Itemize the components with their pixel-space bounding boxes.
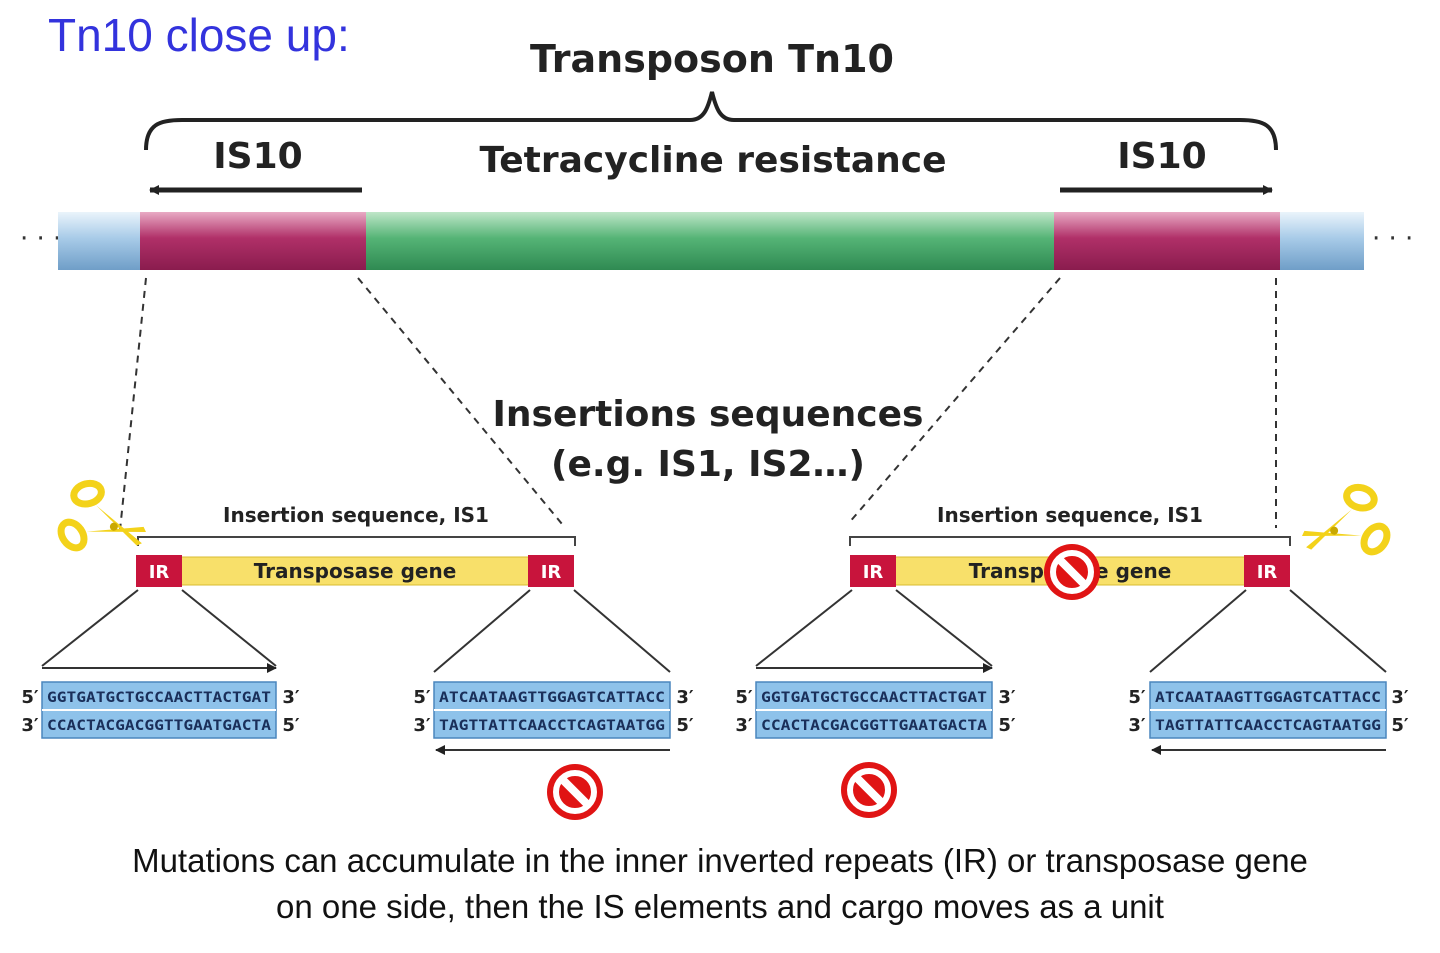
- insertion-sequences-heading: Insertions sequences: [493, 394, 924, 435]
- right-is1-ir-right: [1244, 555, 1290, 587]
- left-is10-segment: [140, 212, 368, 270]
- strand-end-label: 3′: [735, 715, 753, 736]
- right-is10-label: IS10: [1117, 136, 1206, 177]
- right-is1-bracket: [849, 536, 1291, 546]
- strand-end-label: 3′: [413, 715, 431, 736]
- repeat-sequence-box: 5′ ATCAATAAGTTGGAGTCATTACC 3′ 3′ TAGTTAT…: [413, 681, 694, 739]
- repeat-sequence-box: 5′ ATCAATAAGTTGGAGTCATTACC 3′ 3′ TAGTTAT…: [1128, 681, 1409, 739]
- zoom-lines: [119, 277, 1277, 531]
- right-is10-segment: [1054, 212, 1282, 270]
- expansion-lines: [41, 589, 1387, 673]
- tetracycline-segment: [366, 212, 1056, 270]
- right-flank-segment: [1280, 212, 1364, 270]
- transposon-brace: [144, 91, 1278, 151]
- no-entry-icon: [547, 764, 603, 820]
- svg-text:· · ·: · · ·: [1372, 224, 1413, 254]
- strand-end-label: 3′: [998, 687, 1016, 708]
- caption: Mutations can accumulate in the inner in…: [0, 838, 1440, 930]
- left-is1-element: Insertion sequence, IS1 Transposase gene…: [136, 503, 576, 587]
- strand-end-label: 5′: [21, 687, 39, 708]
- strand-end-label: 5′: [998, 715, 1016, 736]
- bottom-strand-sequence: TAGTTATTCAACCTCAGTAATGG: [439, 718, 665, 734]
- strand-end-label: 3′: [676, 687, 694, 708]
- strand-end-label: 3′: [21, 715, 39, 736]
- left-is1-bracket: [137, 536, 576, 546]
- right-is1-ir-left: [850, 555, 896, 587]
- bottom-strand-sequence: CCACTACGACGGTTGAATGACTA: [47, 718, 272, 734]
- top-strand-sequence: GGTGATGCTGCCAACTTACTGAT: [761, 690, 987, 706]
- right-is1-bracket-label: Insertion sequence, IS1: [937, 503, 1203, 527]
- no-entry-icon: [1044, 544, 1100, 600]
- strand-end-label: 5′: [735, 687, 753, 708]
- transposon-title: Transposon Tn10: [530, 37, 894, 81]
- right-is1-element: Insertion sequence, IS1 Transposase gene…: [849, 503, 1291, 600]
- right-is1-ir-right-label: IR: [1257, 562, 1278, 583]
- caption-line-1: Mutations can accumulate in the inner in…: [132, 842, 1308, 879]
- repeat-sequence-box: 5′ GGTGATGCTGCCAACTTACTGAT 3′ 3′ CCACTAC…: [735, 681, 1016, 739]
- svg-text:· · ·: · · ·: [20, 224, 61, 254]
- insertion-sequences-examples: (e.g. IS1, IS2…): [551, 444, 865, 485]
- left-is1-ir-right-label: IR: [541, 562, 562, 583]
- slide-title: Tn10 close up:: [48, 9, 350, 61]
- strand-end-label: 3′: [282, 687, 300, 708]
- chromosome-bar: · · · · · ·: [20, 212, 1413, 270]
- top-strand-sequence: ATCAATAAGTTGGAGTCATTACC: [439, 690, 665, 706]
- right-is1-ir-left-label: IR: [863, 562, 884, 583]
- bottom-strand-sequence: TAGTTATTCAACCTCAGTAATGG: [1155, 718, 1381, 734]
- left-is10-label: IS10: [213, 136, 302, 177]
- strand-end-label: 5′: [1128, 687, 1146, 708]
- strand-end-label: 3′: [1391, 687, 1409, 708]
- strand-end-label: 5′: [676, 715, 694, 736]
- left-is1-ir-left: [136, 555, 182, 587]
- repeat-sequence-box: 5′ GGTGATGCTGCCAACTTACTGAT 3′ 3′ CCACTAC…: [21, 681, 300, 739]
- strand-end-label: 5′: [1391, 715, 1409, 736]
- top-strand-sequence: ATCAATAAGTTGGAGTCATTACC: [1155, 690, 1381, 706]
- caption-line-2: on one side, then the IS elements and ca…: [276, 888, 1164, 925]
- left-transposase-label: Transposase gene: [254, 559, 457, 583]
- strand-end-label: 3′: [1128, 715, 1146, 736]
- top-strand-sequence: GGTGATGCTGCCAACTTACTGAT: [47, 690, 271, 706]
- left-is1-ir-right: [528, 555, 574, 587]
- strand-end-label: 5′: [413, 687, 431, 708]
- bottom-strand-sequence: CCACTACGACGGTTGAATGACTA: [761, 718, 988, 734]
- strand-end-label: 5′: [282, 715, 300, 736]
- no-entry-icon: [841, 762, 897, 818]
- left-flank-segment: [58, 212, 142, 270]
- tetracycline-label: Tetracycline resistance: [479, 140, 946, 181]
- left-is1-bracket-label: Insertion sequence, IS1: [223, 503, 489, 527]
- scissors-icon: [1291, 477, 1397, 578]
- left-is1-ir-left-label: IR: [149, 562, 170, 583]
